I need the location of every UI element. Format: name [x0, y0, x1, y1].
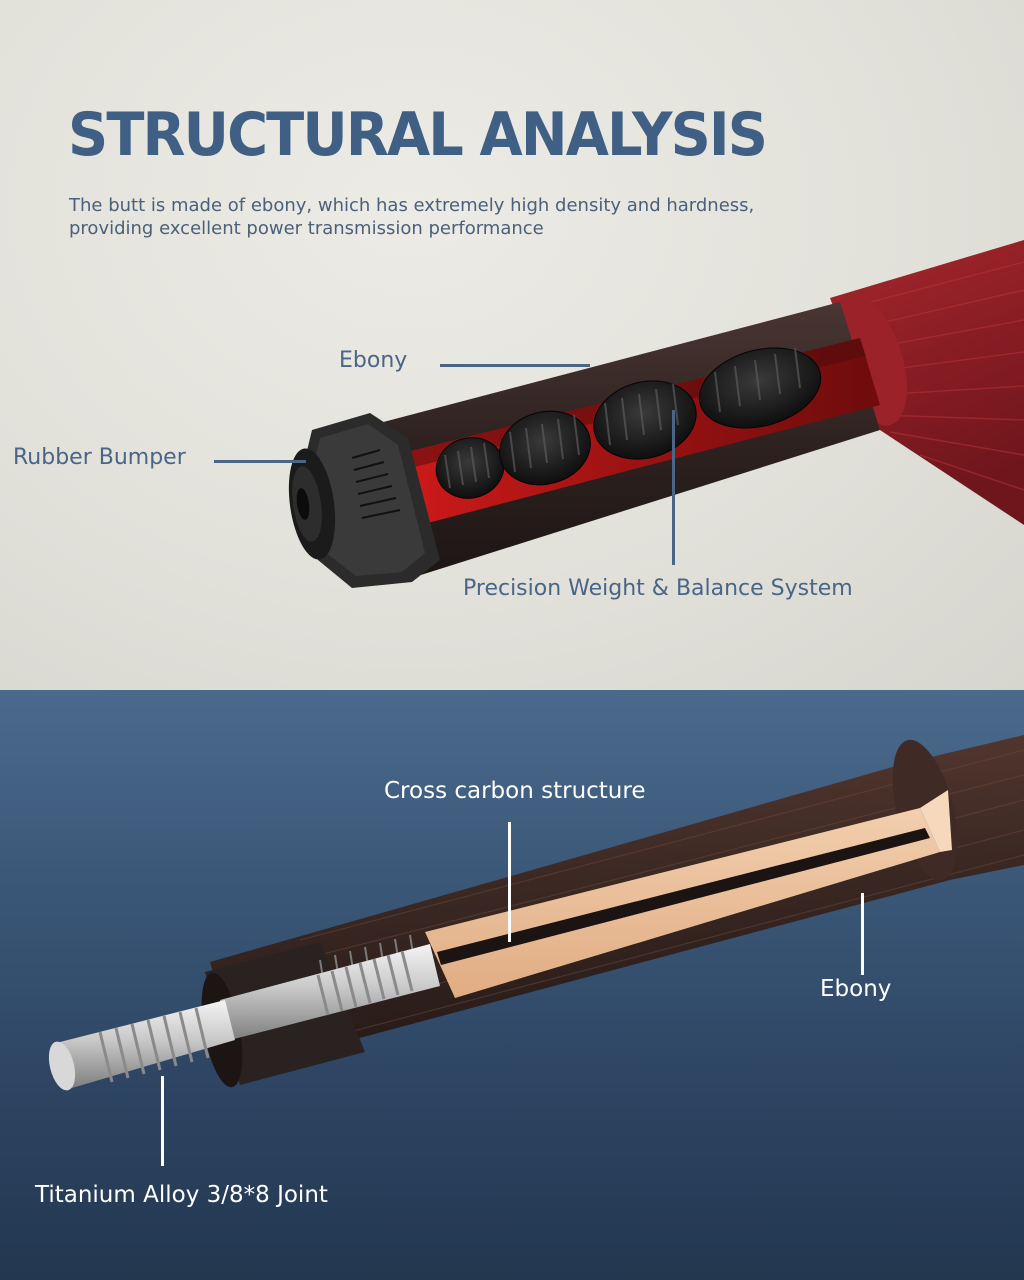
weight-coils: [435, 347, 822, 499]
label-ebony-bottom: Ebony: [820, 976, 892, 1002]
leader-line-ebony-bottom: [861, 893, 864, 975]
leader-line-weight-system: [672, 410, 675, 565]
cue-joint-illustration: [48, 735, 1024, 1091]
label-ebony-top: Ebony: [339, 348, 408, 373]
label-weight-system: Precision Weight & Balance System: [463, 576, 853, 601]
top-panel: STRUCTURAL ANALYSIS The butt is made of …: [0, 0, 1024, 690]
red-wood-section: [830, 240, 1024, 525]
leader-line-joint: [161, 1076, 164, 1166]
subtitle-line-2: providing excellent power transmission p…: [69, 218, 544, 239]
page-subtitle: The butt is made of ebony, which has ext…: [69, 194, 829, 240]
rubber-bumper-cap: [288, 413, 440, 588]
leader-line-rubber-bumper: [214, 460, 306, 463]
leader-line-cross-carbon: [508, 822, 511, 942]
subtitle-line-1: The butt is made of ebony, which has ext…: [69, 195, 755, 216]
label-rubber-bumper: Rubber Bumper: [13, 445, 186, 470]
titanium-joint-pin: [48, 944, 440, 1091]
label-cross-carbon: Cross carbon structure: [384, 778, 646, 804]
carbon-core: [425, 790, 952, 998]
bottom-panel: Cross carbon structure Ebony Titanium Al…: [0, 690, 1024, 1280]
label-joint: Titanium Alloy 3/8*8 Joint: [35, 1182, 328, 1208]
leader-line-ebony-top: [440, 364, 590, 367]
page-title: STRUCTURAL ANALYSIS: [68, 100, 768, 170]
cue-butt-illustration: [288, 240, 1024, 588]
